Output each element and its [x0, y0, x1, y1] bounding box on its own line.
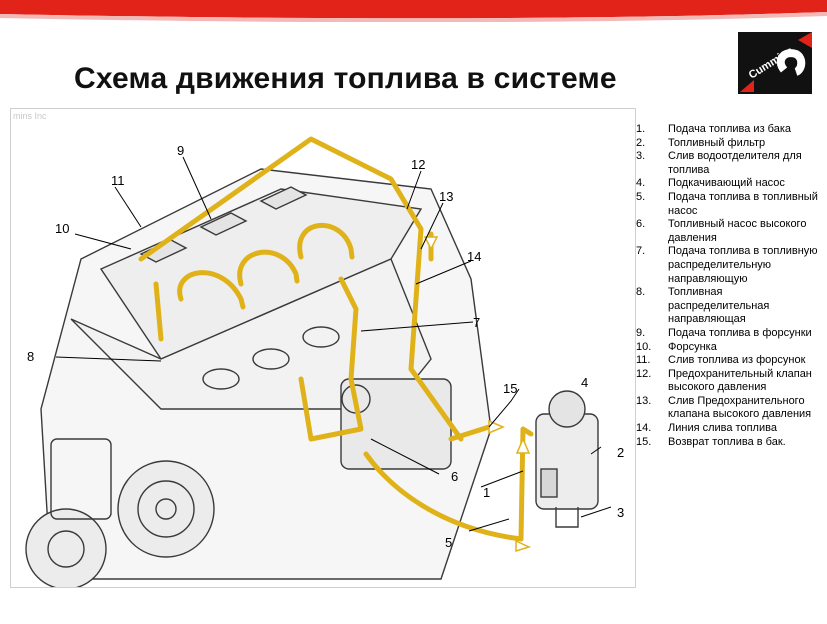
callout-5: 5	[445, 535, 452, 550]
callout-12: 12	[411, 157, 425, 172]
callout-6: 6	[451, 469, 458, 484]
callout-10: 10	[55, 221, 69, 236]
page-title: Схема движения топлива в системе	[74, 62, 617, 95]
top-red-band	[0, 0, 827, 22]
legend-item: 9.Подача топлива в форсунки	[636, 326, 812, 339]
fuel-lines	[138, 136, 534, 542]
legend-item: 6.Топливный насос высокого давления	[636, 218, 807, 244]
callout-13: 13	[439, 189, 453, 204]
watermark: mins Inc	[13, 111, 47, 121]
legend-item: 11.Слив топлива из форсунок	[636, 354, 806, 367]
legend-item: 13.Слив Предохранительного клапана высок…	[636, 394, 812, 421]
legend-item: 12.Предохранительный клапан высокого дав…	[636, 367, 812, 394]
callout-7: 7	[473, 315, 480, 330]
legend-item: 1.Подача топлива из бака	[636, 123, 792, 135]
callout-3: 3	[617, 505, 624, 520]
legend-item: 14.Линия слива топлива	[636, 422, 777, 435]
engine-illustration: 11 9 10 8 12 13 14 7 15 4 2 6 1 3 5	[25, 136, 624, 587]
legend-item: 10.Форсунка	[636, 340, 717, 353]
legend-list: 1.Подача топлива из бака 2.Топливный фил…	[636, 123, 822, 449]
callout-2: 2	[617, 445, 624, 460]
cummins-logo-icon: Cummins	[738, 32, 812, 94]
legend-item: 5.Подача топлива в топливный насос	[636, 190, 818, 217]
legend-item: 8.Топливная распределительная направляющ…	[636, 286, 770, 326]
legend-item: 4.Подкачивающий насос	[636, 177, 785, 190]
callout-14: 14	[467, 249, 481, 264]
callout-1: 1	[483, 485, 490, 500]
callout-11: 11	[111, 173, 125, 188]
callout-15: 15	[503, 381, 517, 396]
legend-item: 3.Слив водоотделителя для топлива	[636, 150, 802, 176]
legend-item: 7.Подача топлива в топливную распределит…	[636, 245, 818, 285]
callout-8: 8	[27, 349, 34, 364]
legend-item: 2.Топливный фильтр	[636, 136, 766, 149]
callout-9: 9	[177, 143, 184, 158]
legend-item: 15.Возврат топлива в бак.	[636, 435, 786, 448]
fuel-system-diagram: mins Inc	[10, 108, 636, 588]
callout-4: 4	[581, 375, 588, 390]
